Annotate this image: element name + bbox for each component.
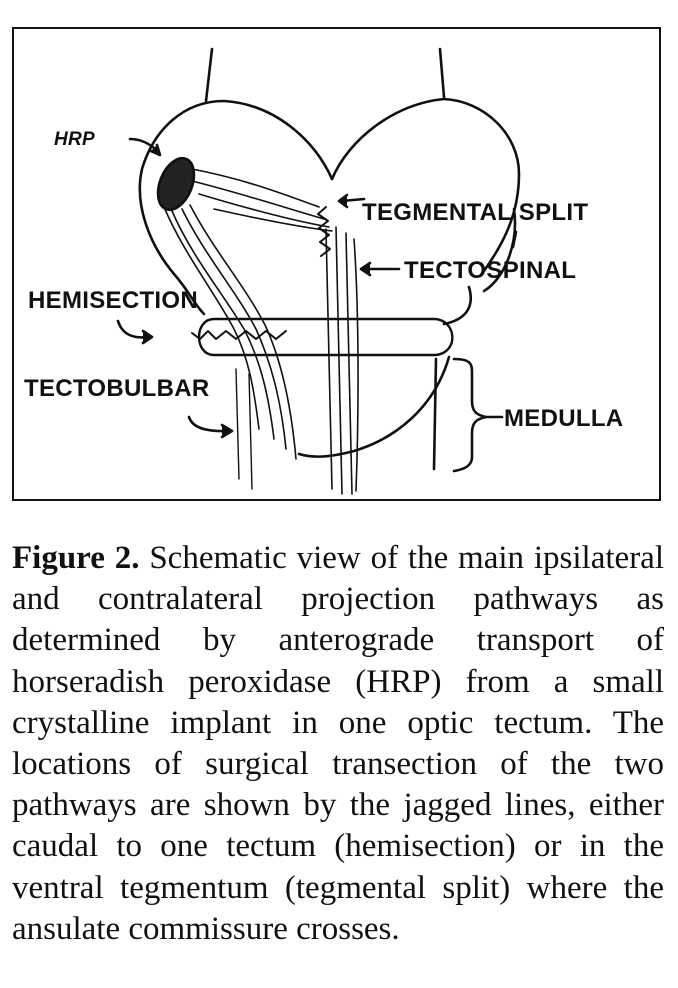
caption-text: Schematic view of the main ipsilateral a… xyxy=(12,540,664,947)
figure-caption: Figure 2. Schematic view of the main ips… xyxy=(12,538,664,950)
figure-number: Figure 2. xyxy=(12,540,140,576)
hrp-label: HRP xyxy=(54,129,96,150)
tectobulbar-label: TECTOBULBAR xyxy=(24,375,210,402)
brain-schematic-drawing xyxy=(116,47,521,495)
medulla-label: MEDULLA xyxy=(504,405,624,432)
figure-panel: HRP TEGMENTAL SPLIT TECTOSPINAL HEMISECT… xyxy=(12,27,661,501)
tegmental-split-label: TEGMENTAL SPLIT xyxy=(362,199,589,226)
tectospinal-label: TECTOSPINAL xyxy=(404,257,577,284)
hemisection-label: HEMISECTION xyxy=(28,287,198,314)
